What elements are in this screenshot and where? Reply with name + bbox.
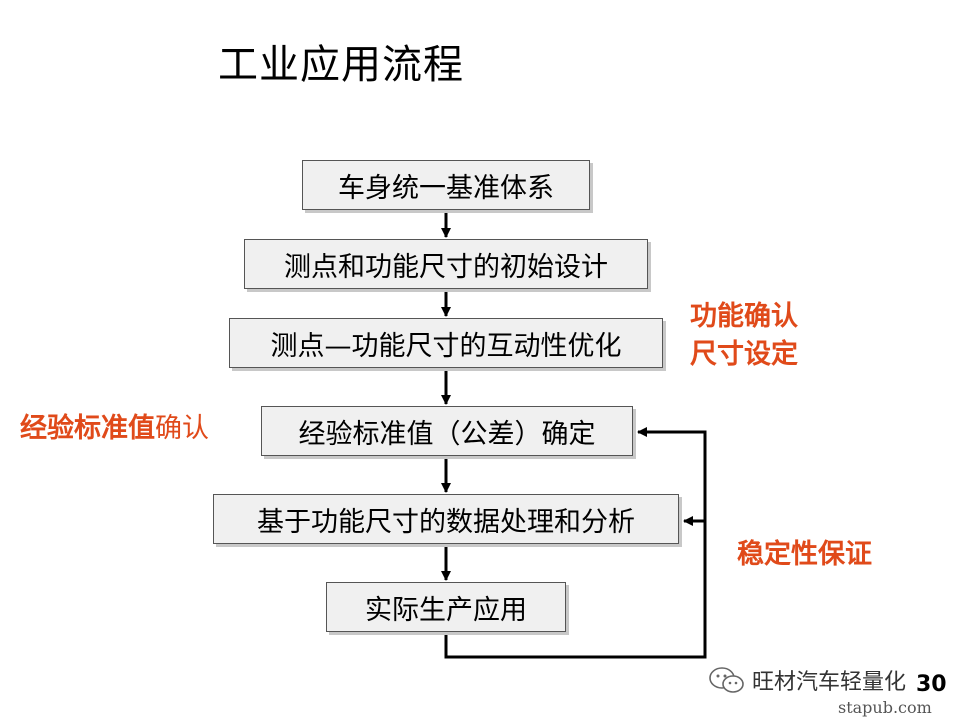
page-title: 工业应用流程 (218, 42, 464, 88)
flow-step-unified-datum: 车身统一基准体系 (302, 160, 590, 210)
flow-step-production-application: 实际生产应用 (326, 582, 566, 632)
flow-step-tolerance-determination: 经验标准值（公差）确定 (261, 406, 633, 456)
watermark: 旺材汽车轻量化 (708, 664, 906, 696)
page-number: 30 (916, 672, 947, 697)
wechat-icon (709, 667, 744, 693)
flow-step-data-analysis: 基于功能尺寸的数据处理和分析 (213, 494, 679, 544)
flow-step-initial-design: 测点和功能尺寸的初始设计 (244, 239, 648, 289)
note-stability: 稳定性保证 (737, 539, 872, 570)
flow-step-interactive-optimization: 测点—功能尺寸的互动性优化 (229, 318, 663, 368)
site-url: stapub.com (838, 698, 932, 717)
note-experience-confirm: 经验标准值确认 (20, 413, 209, 444)
feedback-loop-line (444, 427, 707, 659)
note-function-confirm: 功能确认 尺寸设定 (690, 301, 798, 370)
